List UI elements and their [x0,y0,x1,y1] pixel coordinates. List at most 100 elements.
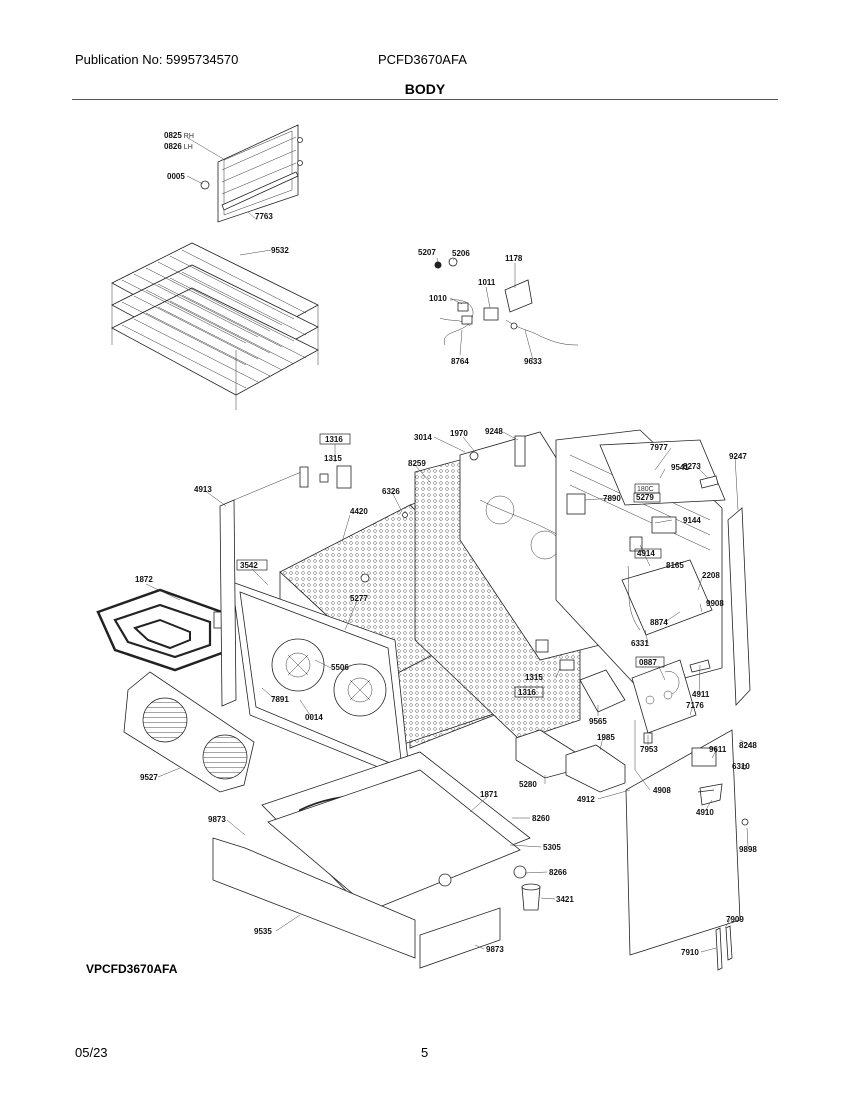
right-side-panel-drawing [727,507,751,706]
door-frame-drawing [231,581,411,781]
left-side-panel-drawing [219,469,307,707]
broil-element-drawing [96,588,233,672]
part-label: 9565 [589,717,607,726]
part-label: 8165 [666,561,684,570]
part-label: 8260 [532,814,550,823]
part-label: 4908 [653,786,671,795]
part-label: 6310 [732,762,750,771]
part-label: 4912 [577,795,595,804]
part-label: 9633 [524,357,542,366]
wiring-parts-drawing [434,257,579,346]
part-label: 5277 [350,594,368,603]
base-plate-drawing [261,751,531,911]
box-5279 [633,492,661,503]
part-label: 0005 [167,172,185,181]
part-label: 9527 [140,773,158,782]
box-4914 [634,548,662,559]
variant-label: VPCFD3670AFA [86,962,178,976]
part-label: 4911 [692,690,710,699]
part-label: 4420 [350,507,368,516]
part-label: 7953 [640,745,658,754]
part-label: 9541 [671,463,689,472]
wire-cover-drawing [515,729,626,793]
part-label: 1316 [518,688,536,697]
box-0887 [635,656,665,668]
header-rule [72,99,778,100]
page-title: BODY [404,81,446,97]
part-label: 9248 [485,427,503,436]
kick-panel-drawing [212,837,501,969]
footer-date: 05/23 [75,1045,108,1060]
control-boards-drawing [579,659,697,744]
part-label: 5206 [452,249,470,258]
part-label: 4913 [194,485,212,494]
small-hardware-drawing [299,435,749,826]
part-label: 9873 [486,945,504,954]
part-label: 0887 [639,658,657,667]
part-label: 8273 [683,462,701,471]
part-label: 8266 [549,868,567,877]
part-label: 5207 [418,248,436,257]
part-label: 6326 [382,487,400,496]
part-label: 8764 [451,357,469,366]
part-label: 1178 [505,254,523,263]
part-label: 7890 [603,494,621,503]
model-number: PCFD3670AFA [378,52,467,67]
part-label: 1010 [429,294,447,303]
box-1316-bottom [514,686,544,698]
part-label: 5279 [636,493,654,502]
part-label: 7763 [255,212,273,221]
part-label: 1316 [325,435,343,444]
rear-right-panel-drawing [625,729,741,971]
part-label: 9873 [208,815,226,824]
part-label: 1315 [525,673,543,682]
leader-lines [145,137,751,953]
part-label: 3542 [240,561,258,570]
part-label: 2208 [702,571,720,580]
page-number: 5 [421,1045,429,1060]
part-label: 1872 [135,575,153,584]
part-label: 9144 [683,516,701,525]
part-label: 0014 [305,713,323,722]
vent-cover-drawing [123,671,255,793]
part-label: 4914 [637,549,655,558]
rear-wrapper-drawing [555,429,726,691]
leveler-drawing [521,883,541,911]
part-label: 7910 [681,948,699,957]
publication-number: Publication No: 5995734570 [75,52,239,67]
box-3542 [236,559,268,571]
part-label: 9611 [709,745,727,754]
part-label: 9535 [254,927,272,936]
oven-racks-drawing [111,242,319,410]
part-label: 1011 [478,278,496,287]
part-label: 1315 [324,454,342,463]
part-label: 8248 [739,741,757,750]
part-label: 7176 [686,701,704,710]
part-label: 8259 [408,459,426,468]
electronics-drawing [535,493,713,671]
part-label: 7891 [271,695,289,704]
part-label: 5506 [331,663,349,672]
part-label: 5305 [543,843,561,852]
part-label: 3421 [556,895,574,904]
part-label: 180C [637,486,654,493]
part-label: 1871 [480,790,498,799]
part-label: 4910 [696,808,714,817]
part-label: 9247 [729,452,747,461]
part-label: 9898 [739,845,757,854]
part-label: 5280 [519,780,537,789]
part-label: 9532 [271,246,289,255]
part-label: 8874 [650,618,668,627]
rack-support-drawing [200,124,303,223]
part-label: 1970 [450,429,468,438]
part-label: 1985 [597,733,615,742]
part-label: 7977 [650,443,668,452]
part-label: 6331 [631,639,649,648]
part-label: 9908 [706,599,724,608]
part-label: 7909 [726,915,744,924]
part-label: 3014 [414,433,432,442]
